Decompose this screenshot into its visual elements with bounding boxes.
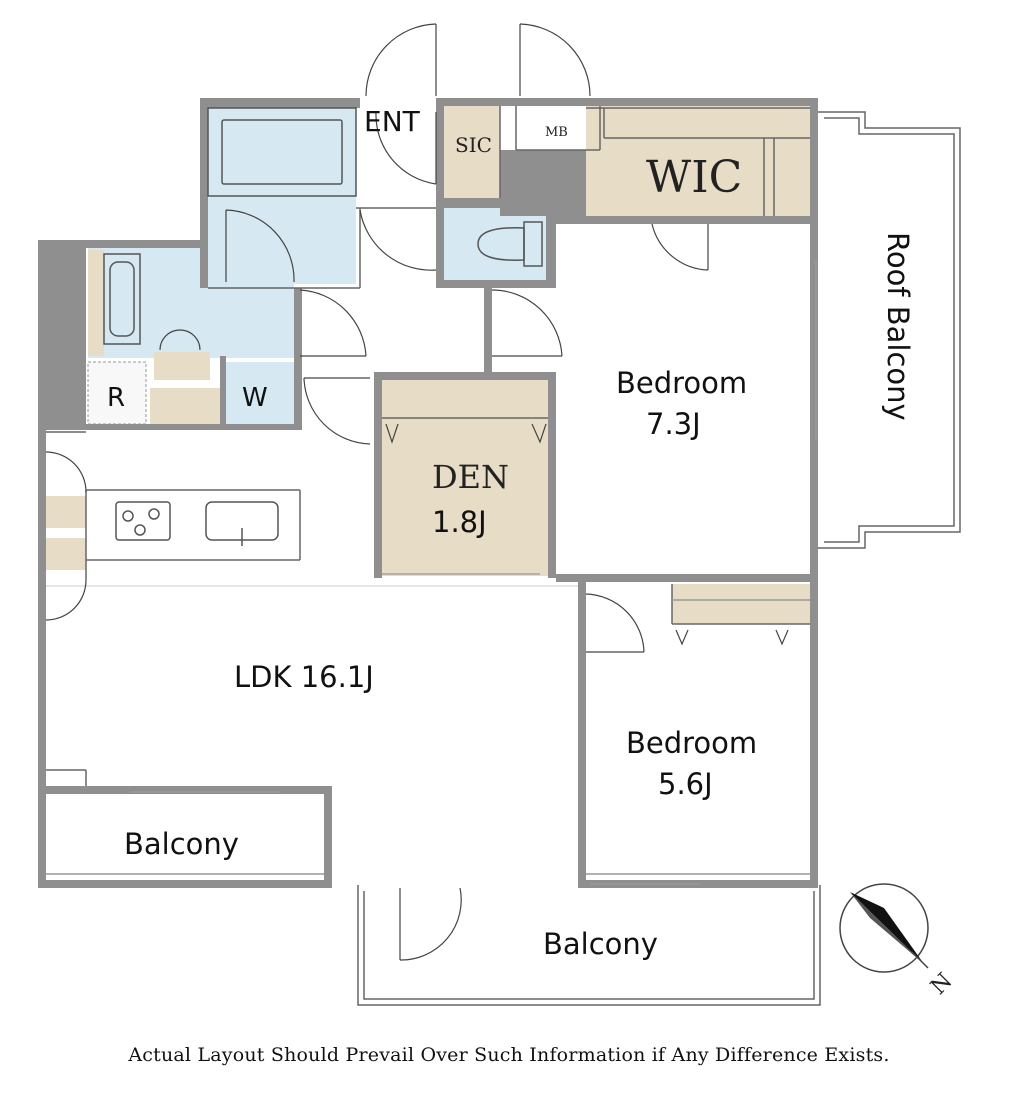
partition-lines	[46, 106, 817, 885]
roof-balcony-area	[818, 111, 961, 549]
bedroom1-size: 7.3J	[646, 407, 701, 441]
balcony-bottom-label: Balcony	[543, 927, 658, 961]
compass-north-label: N	[926, 969, 957, 1000]
balcony-left-label: Balcony	[124, 827, 239, 861]
bedroom2-name: Bedroom	[626, 726, 757, 760]
ldk-label: LDK 16.1J	[234, 660, 374, 694]
wic-label: WIC	[646, 152, 742, 203]
toilet-fill	[440, 208, 552, 284]
roof-balcony-label: Roof Balcony	[881, 232, 915, 421]
washstand-counter	[88, 250, 104, 356]
sic-label: SIC	[455, 133, 492, 157]
bathtub	[207, 107, 357, 197]
kitchen-storage-2	[46, 538, 86, 570]
closet-marks	[385, 423, 789, 646]
doors	[45, 23, 709, 961]
compass-icon: N	[839, 883, 958, 1000]
bottom-balcony-area	[357, 885, 821, 1006]
toilet-icon	[477, 221, 543, 267]
washer-label: W	[242, 383, 268, 413]
kitchen-counter	[115, 501, 279, 546]
den-fill	[382, 380, 548, 576]
entrance-label: ENT	[364, 105, 421, 138]
disclaimer-text: Actual Layout Should Prevail Over Such I…	[128, 1044, 890, 1066]
walls	[38, 98, 818, 888]
shelf-fill	[672, 584, 810, 624]
washroom-cabinet	[150, 388, 220, 424]
den-name: DEN	[432, 458, 509, 496]
refrigerator-space	[87, 361, 147, 425]
washbasin-icon	[103, 253, 141, 345]
den-size: 1.8J	[432, 505, 487, 539]
mb-label: MB	[545, 125, 568, 140]
washer-fill	[222, 362, 294, 424]
washroom-fill	[88, 248, 294, 358]
floor-plan: N ENT SIC MB WIC Roof Balcony Bedroom 7.…	[38, 23, 961, 1006]
washroom-cabinet-2	[154, 352, 210, 380]
bedroom1-name: Bedroom	[616, 366, 747, 400]
kitchen-storage-1	[46, 496, 86, 528]
sic-fill	[444, 106, 500, 198]
refrigerator-label: R	[107, 383, 125, 413]
bedroom2-size: 5.6J	[658, 767, 713, 801]
